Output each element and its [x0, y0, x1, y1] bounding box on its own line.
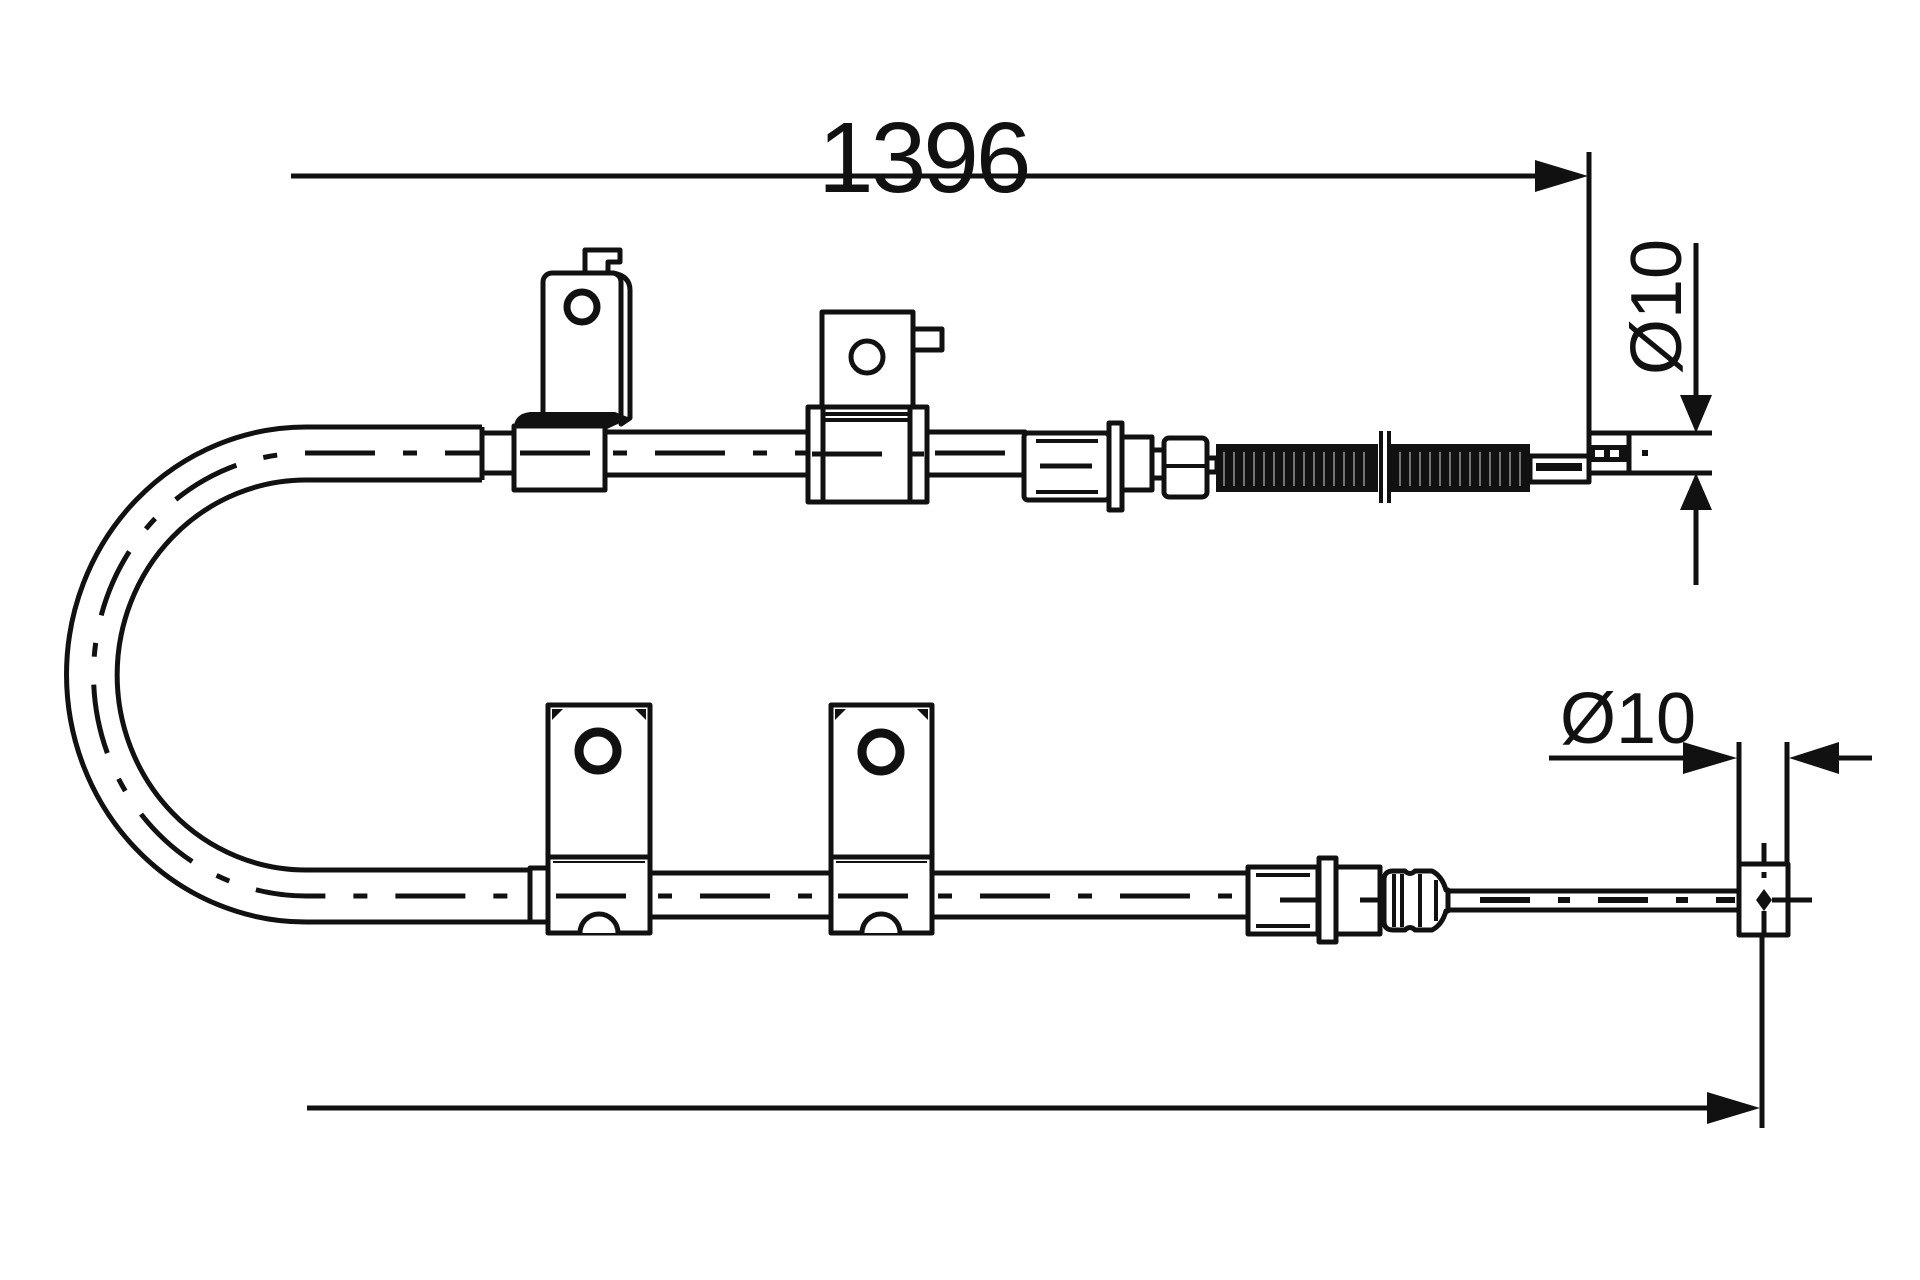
- upper-end-slot-2: [1610, 450, 1619, 457]
- overall-length-dimension: [291, 152, 1592, 473]
- upper-diameter-label: Ø10: [1617, 238, 1697, 375]
- upper-end-dot: [1642, 450, 1648, 456]
- sheath-centerline: [91, 450, 548, 899]
- spring-collar-right: [1387, 431, 1391, 503]
- lower-diameter-arrow-right-icon: [1683, 742, 1737, 774]
- bracket-a-corner-left: [552, 709, 563, 720]
- bracket-a-hole-icon: [574, 727, 622, 775]
- lower-sleeve: [527, 865, 551, 925]
- lower-boot: [1381, 868, 1451, 933]
- bracket-b-corner-right: [917, 709, 928, 720]
- lower-diameter-label: Ø10: [1560, 679, 1697, 759]
- lower-end-fitting: [1736, 843, 1812, 938]
- lower-end-pivot-icon: [1756, 889, 1772, 911]
- spring-collar-left: [1379, 431, 1383, 503]
- upper-spring-assembly: [1204, 431, 1592, 503]
- upper-end-slot-1: [1595, 450, 1604, 457]
- upper-hex-fitting: [1021, 420, 1210, 513]
- bracket-b-hole-icon: [857, 728, 905, 776]
- lower-run: [527, 702, 1812, 945]
- upper-end-block-band: [1589, 445, 1629, 462]
- bracket-a-notch: [577, 911, 621, 934]
- lower-hex-fitting: [1245, 855, 1383, 945]
- upper-sleeve: [479, 430, 518, 476]
- upper-inner-cable-core: [1536, 463, 1582, 471]
- bracket-b-corner-left: [835, 709, 846, 720]
- upper-diameter-arrow-up-icon: [1680, 473, 1712, 510]
- lower-diameter-dimension: [1549, 742, 1872, 864]
- top-dimension-arrow-icon: [1535, 160, 1588, 192]
- sheath-u-bend: [64, 424, 548, 925]
- bracket-b-notch: [859, 911, 903, 934]
- bottom-dimension-arrow-icon: [1707, 1092, 1760, 1124]
- upper-neck: [1119, 434, 1155, 493]
- lower-bracket-a: [545, 702, 653, 936]
- upper-bracket-1: [511, 247, 633, 493]
- spring-coil-lines: [1223, 452, 1521, 486]
- upper-run: [479, 247, 1712, 513]
- bracket-1-tab: [582, 247, 623, 274]
- sheath-inner-edge: [114, 477, 548, 873]
- spring-1: [1216, 444, 1378, 492]
- bracket-1-hole-icon: [563, 288, 601, 326]
- bracket-a-corner-right: [635, 709, 646, 720]
- bracket-2-hole-icon: [848, 338, 886, 376]
- sheath-outer-edge: [64, 424, 548, 925]
- bracket-2-tab: [910, 326, 945, 353]
- lower-flange: [1316, 855, 1339, 945]
- lower-diameter-arrow-left-icon: [1789, 742, 1839, 774]
- upper-end-fitting: [1586, 430, 1712, 476]
- upper-diameter-arrow-down-icon: [1680, 395, 1712, 433]
- bracket-1-clamp: [511, 423, 608, 493]
- upper-diameter-dimension: [1680, 243, 1712, 585]
- bottom-length-dimension: [307, 935, 1765, 1128]
- spring-connector: [1204, 455, 1220, 475]
- overall-length-label: 1396: [818, 102, 1031, 214]
- upper-bracket-2: [805, 309, 945, 505]
- lower-bracket-b: [828, 702, 935, 936]
